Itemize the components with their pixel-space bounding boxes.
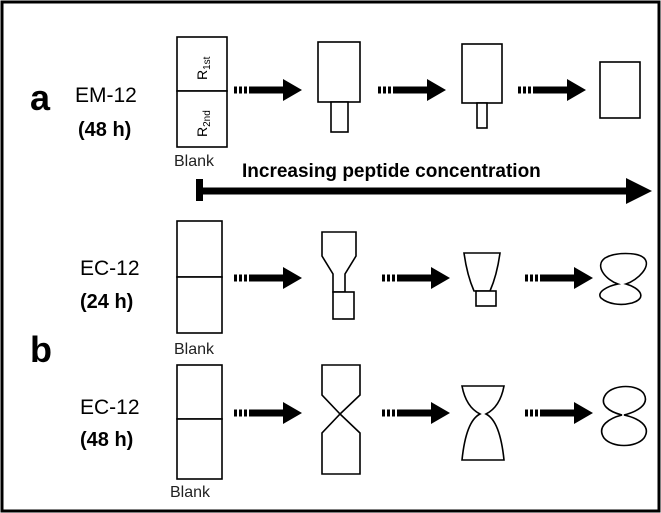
r2nd-label: R2nd [194,110,213,137]
row-a-blank-label: Blank [174,153,215,170]
arrow-b1-2 [382,267,450,289]
row-b1-blank-specimen [176,220,223,334]
arrow-b2-3 [525,402,593,424]
row-a-stage-2 [461,43,503,129]
panel-a-letter: a [30,77,51,118]
row-a-time: (48 h) [78,119,131,141]
arrow-b1-1 [234,267,302,289]
row-b2-stage-3 [600,385,648,447]
panel-b-letter: b [30,329,52,370]
arrow-a-1 [234,79,302,101]
row-a-stage-3 [599,61,641,119]
row-a-name: EM-12 [75,84,137,107]
arrow-b1-3 [525,267,593,289]
r1st-label: R1st [194,56,213,80]
axis-label: Increasing peptide concentration [242,161,541,182]
concentration-axis [196,178,652,204]
arrow-b2-2 [382,402,450,424]
row-b1-time: (24 h) [80,291,133,313]
row-b2-time: (48 h) [80,429,133,451]
arrow-b2-1 [234,402,302,424]
row-b2-blank-specimen [176,364,223,480]
row-b1-blank-label: Blank [174,341,215,358]
row-b1-stage-1 [321,231,357,320]
row-b1-stage-2 [463,252,501,307]
arrow-a-2 [378,79,446,101]
row-a-stage-1 [317,41,361,133]
row-b1-stage-3 [599,252,648,306]
row-b2-stage-2 [461,385,505,461]
row-b2-name: EC-12 [80,396,140,419]
row-b2-stage-1 [321,364,361,475]
row-b1-name: EC-12 [80,257,140,280]
row-a-blank-specimen: R1st R2nd [176,36,228,148]
arrow-a-3 [518,79,586,101]
row-b2-blank-label: Blank [170,484,211,501]
